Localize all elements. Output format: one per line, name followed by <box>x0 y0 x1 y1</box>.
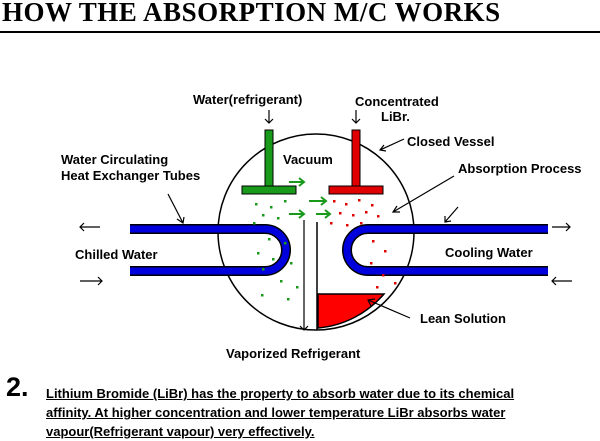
water-sprayer <box>264 129 274 187</box>
absorption-pointer <box>391 175 455 213</box>
label-chilled-water: Chilled Water <box>75 247 158 262</box>
label-concentrated: Concentrated <box>355 94 439 109</box>
label-cooling-water: Cooling Water <box>445 245 533 260</box>
cooling-water-out-arrow <box>551 276 572 286</box>
lean-solution-pointer <box>367 298 411 319</box>
lean-solution-pool <box>317 293 386 329</box>
label-vaporized-refrigerant: Vaporized Refrigerant <box>226 346 361 361</box>
cooling-inlet-pointer <box>444 206 459 223</box>
libr-inlet-arrow <box>351 110 361 124</box>
point-number: 2. <box>6 372 29 402</box>
water-inlet-arrow <box>264 110 274 124</box>
point-line-3: vapour(Refrigerant vapour) very effectiv… <box>46 424 315 439</box>
label-tubes-line2: Heat Exchanger Tubes <box>61 168 201 183</box>
tubes-pointer <box>167 193 185 225</box>
vapour-flow-arrows <box>289 177 332 219</box>
libr-droplets <box>330 199 397 289</box>
chilled-water-out-arrow <box>79 222 100 232</box>
cooling-water-in-arrow <box>552 222 571 232</box>
title-underline <box>0 31 600 33</box>
closed-vessel-pointer <box>378 138 405 152</box>
libr-sprayer <box>351 129 361 187</box>
label-tubes-line1: Water Circulating <box>61 152 169 167</box>
water-droplets <box>253 200 299 301</box>
label-vacuum: Vacuum <box>283 152 333 167</box>
chilled-water-in-arrow <box>80 276 103 286</box>
label-closed-vessel: Closed Vessel <box>407 134 495 149</box>
label-lean-solution: Lean Solution <box>420 311 506 326</box>
label-absorption-process: Absorption Process <box>458 161 582 176</box>
point-line-1: Lithium Bromide (LiBr) has the property … <box>46 386 515 401</box>
vaporized-refrigerant-arrow <box>299 220 309 331</box>
absorption-diagram <box>79 110 572 331</box>
point-description: Lithium Bromide (LiBr) has the property … <box>46 384 598 441</box>
label-water-refrigerant: Water(refrigerant) <box>193 92 303 107</box>
point-line-2: affinity. At higher concentration and lo… <box>46 405 506 420</box>
page-title: HOW THE ABSORPTION M/C WORKS <box>2 0 501 27</box>
label-libr: LiBr. <box>381 109 410 124</box>
